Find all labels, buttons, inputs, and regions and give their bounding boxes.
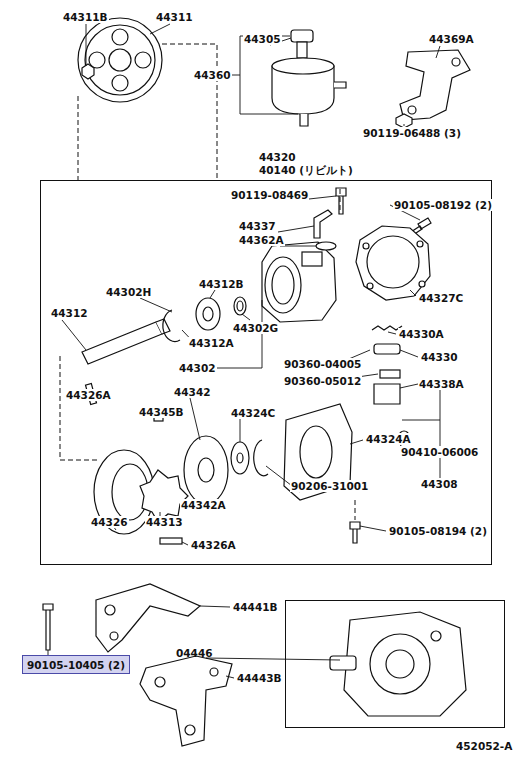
callout-number: 44312A: [188, 337, 235, 349]
inset-frame: 04446: [285, 600, 505, 728]
callout-number: 44441B: [232, 601, 279, 613]
highlight-box: 90105-10405 (2): [22, 655, 130, 674]
part-number: 04446: [176, 647, 213, 659]
callout-number: 90360-04005: [283, 358, 362, 370]
part-number: 44320: [259, 151, 296, 163]
callout-number: 44302H: [105, 286, 152, 298]
callout-number: 44330A: [398, 328, 445, 340]
callout-number: 90410-06006: [400, 446, 479, 458]
callout-number: 44443B: [236, 672, 283, 684]
callout-number: 44327C: [418, 292, 464, 304]
callout-number: 44326A: [65, 389, 112, 401]
callout-number: 90119-06488 (3): [362, 127, 462, 139]
callout-number: 44324C: [230, 407, 276, 419]
callout-number: 44312B: [198, 278, 245, 290]
callout-number: 44369A: [428, 33, 475, 45]
callout-number: 44342A: [180, 499, 227, 511]
part-number: 40140 (リビルト): [259, 164, 353, 176]
callout-number: 44330: [420, 351, 459, 363]
callout-number: 44326A: [190, 539, 237, 551]
callout-number: 44305: [243, 33, 282, 45]
callout-number: 44362A: [238, 234, 285, 246]
callout-number: 90360-05012: [283, 375, 362, 387]
callout-number: 90105-08194 (2): [388, 525, 488, 537]
callout-number: 90119-08469: [230, 189, 309, 201]
callout-number: 44311B: [62, 11, 109, 23]
callout-number: 44326: [90, 516, 129, 528]
callout-number: 44308: [420, 478, 459, 490]
callout-number: 452052-A: [455, 740, 513, 752]
callout-number: 44312: [50, 307, 89, 319]
part-number: 90105-10405 (2): [27, 659, 125, 671]
callout-number: 44342: [173, 386, 212, 398]
callout-number: 44360: [193, 69, 232, 81]
callout-number: 44324A: [365, 433, 412, 445]
callout-number: 90206-31001: [290, 480, 369, 492]
callout-number: 44311: [155, 11, 194, 23]
callout-number: 44337: [238, 220, 277, 232]
callout-number: 44338A: [418, 378, 465, 390]
callout-number: 44302: [178, 362, 217, 374]
callout-number: 44345B: [138, 406, 185, 418]
callout-number: 44302G: [232, 322, 279, 334]
callout-number: 90105-08192 (2): [393, 199, 493, 211]
callout-number: 44313: [145, 516, 184, 528]
